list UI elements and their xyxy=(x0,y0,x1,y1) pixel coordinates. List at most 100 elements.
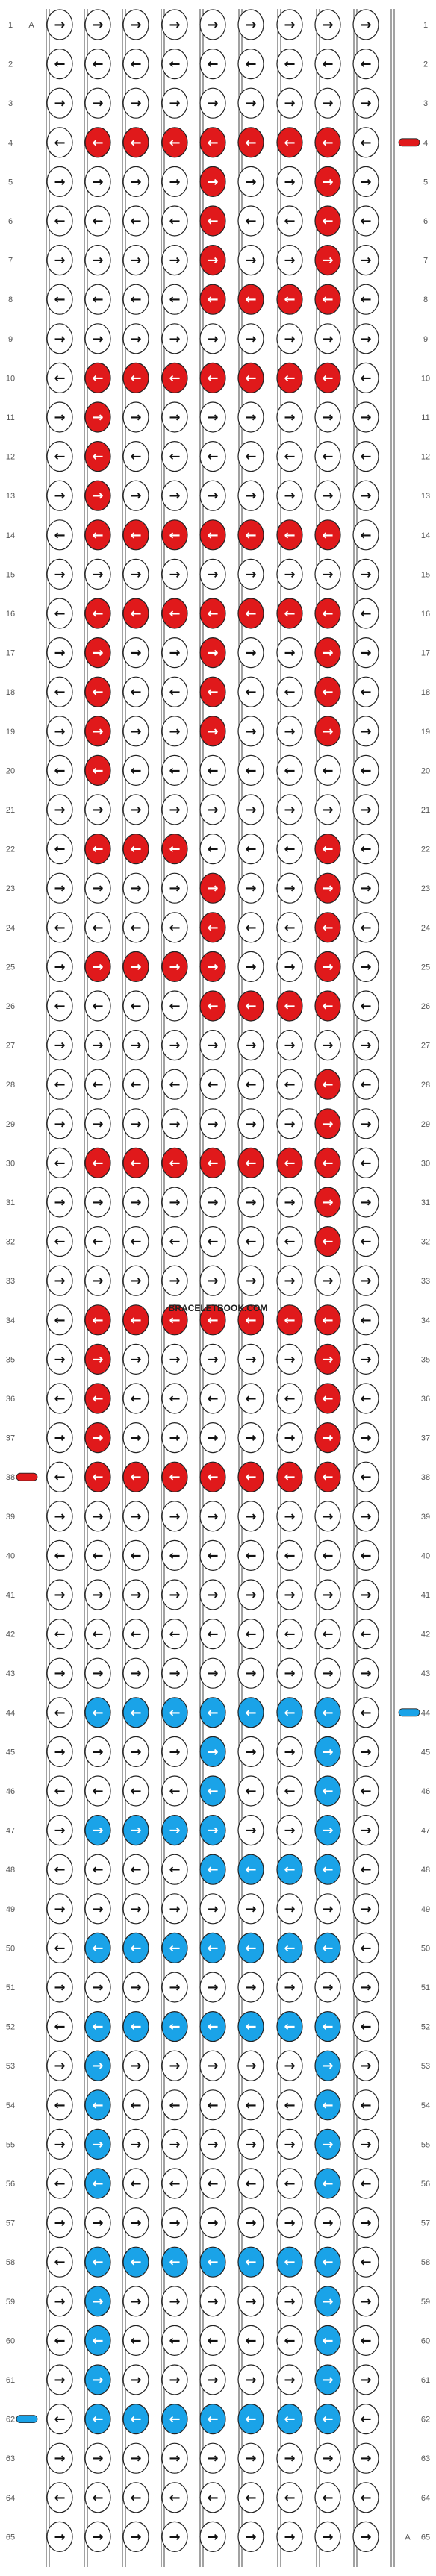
knot-ellipse xyxy=(122,480,149,511)
knot: ← xyxy=(161,2482,188,2513)
knot: ← xyxy=(199,1539,226,1571)
knot: → xyxy=(314,1972,341,2003)
row-number-right: 15 xyxy=(421,570,430,579)
knot: → xyxy=(122,1343,149,1375)
row-number-right: 29 xyxy=(421,1120,430,1129)
backward-arrow-icon: ← xyxy=(130,1077,141,1092)
backward-arrow-icon: ← xyxy=(92,1705,103,1721)
row-number-left: 23 xyxy=(6,884,15,893)
knot: → xyxy=(237,716,264,747)
knot: → xyxy=(122,794,149,825)
backward-arrow-icon: ← xyxy=(207,1469,218,1485)
knot: → xyxy=(352,480,379,511)
knot: → xyxy=(276,1815,303,1846)
knot: → xyxy=(314,872,341,904)
backward-arrow-icon: ← xyxy=(322,763,333,778)
forward-arrow-icon: → xyxy=(360,1351,371,1367)
knot: ← xyxy=(46,2246,73,2278)
backward-arrow-icon: ← xyxy=(284,1940,295,1956)
forward-arrow-icon: → xyxy=(130,1823,141,1839)
knot-ellipse xyxy=(352,1343,379,1375)
row-number-right: 30 xyxy=(421,1159,430,1168)
backward-arrow-icon: ← xyxy=(322,1077,333,1092)
backward-arrow-icon: ← xyxy=(54,920,65,936)
knot: ← xyxy=(199,1619,226,1650)
knot: → xyxy=(352,1736,379,1767)
knot-ellipse xyxy=(199,1187,226,1218)
forward-arrow-icon: → xyxy=(284,1116,295,1132)
forward-arrow-icon: → xyxy=(54,253,65,269)
forward-arrow-icon: → xyxy=(207,1351,218,1367)
knot-ellipse xyxy=(237,1422,264,1454)
knot: ← xyxy=(46,598,73,629)
forward-arrow-icon: → xyxy=(169,724,180,740)
knot: → xyxy=(352,2286,379,2317)
knot: → xyxy=(46,2286,73,2317)
backward-arrow-icon: ← xyxy=(130,842,141,857)
backward-arrow-icon: ← xyxy=(54,1862,65,1878)
knot-ellipse xyxy=(352,1579,379,1610)
backward-arrow-icon: ← xyxy=(54,1234,65,1250)
knot-ellipse xyxy=(122,1343,149,1375)
knot: ← xyxy=(276,1619,303,1650)
knot: ← xyxy=(237,2246,264,2278)
forward-arrow-icon: → xyxy=(207,2372,218,2388)
knot: → xyxy=(237,2521,264,2552)
forward-arrow-icon: → xyxy=(92,17,103,33)
knot-ellipse xyxy=(199,1422,226,1454)
knot-ellipse xyxy=(46,1383,73,1414)
row-number-right: 13 xyxy=(421,492,430,501)
knot: ← xyxy=(84,1619,111,1650)
forward-arrow-icon: → xyxy=(360,1273,371,1289)
forward-arrow-icon: → xyxy=(284,331,295,347)
knot-ellipse xyxy=(237,2011,264,2042)
knot: → xyxy=(161,245,188,276)
knot: → xyxy=(276,2364,303,2395)
knot-ellipse xyxy=(352,480,379,511)
forward-arrow-icon: → xyxy=(169,1509,180,1525)
knot-ellipse xyxy=(276,1972,303,2003)
knot: → xyxy=(46,245,73,276)
row-number-right: 65 xyxy=(421,2533,430,2542)
knot-ellipse xyxy=(237,401,264,433)
knot-ellipse xyxy=(161,912,188,943)
knot-ellipse xyxy=(199,1265,226,1296)
knot: ← xyxy=(161,1932,188,1963)
knot: ← xyxy=(237,362,264,393)
row-number-right: 14 xyxy=(421,531,430,540)
backward-arrow-icon: ← xyxy=(92,1862,103,1878)
backward-arrow-icon: ← xyxy=(360,135,371,151)
knot-ellipse xyxy=(46,1304,73,1336)
forward-arrow-icon: → xyxy=(322,1273,333,1289)
knot: ← xyxy=(161,1304,188,1336)
row-number-right: 32 xyxy=(421,1238,430,1247)
row-number-left: 14 xyxy=(6,531,15,540)
knot: ← xyxy=(161,284,188,315)
knot-ellipse xyxy=(276,872,303,904)
backward-arrow-icon: ← xyxy=(245,1705,256,1721)
knot-ellipse xyxy=(122,1619,149,1650)
forward-arrow-icon: → xyxy=(207,1823,218,1839)
forward-arrow-icon: → xyxy=(322,331,333,347)
backward-arrow-icon: ← xyxy=(130,370,141,386)
knot: → xyxy=(84,2050,111,2081)
row-number-left: 34 xyxy=(6,1316,15,1325)
knot-ellipse xyxy=(237,1579,264,1610)
knot: ← xyxy=(352,2246,379,2278)
knot-ellipse xyxy=(314,1775,341,1807)
forward-arrow-icon: → xyxy=(207,410,218,425)
knot: ← xyxy=(46,912,73,943)
backward-arrow-icon: ← xyxy=(207,1155,218,1171)
backward-arrow-icon: ← xyxy=(322,1313,333,1328)
backward-arrow-icon: ← xyxy=(284,1469,295,1485)
knot-ellipse xyxy=(237,284,264,315)
row-number-right: 52 xyxy=(421,2023,430,2032)
forward-arrow-icon: → xyxy=(130,96,141,111)
knot: ← xyxy=(46,676,73,707)
row-number-right: 27 xyxy=(421,1042,430,1051)
knot: → xyxy=(199,1343,226,1375)
forward-arrow-icon: → xyxy=(92,2529,103,2545)
row-number-left: 13 xyxy=(6,492,15,501)
knot: ← xyxy=(199,205,226,237)
forward-arrow-icon: → xyxy=(245,2451,256,2466)
